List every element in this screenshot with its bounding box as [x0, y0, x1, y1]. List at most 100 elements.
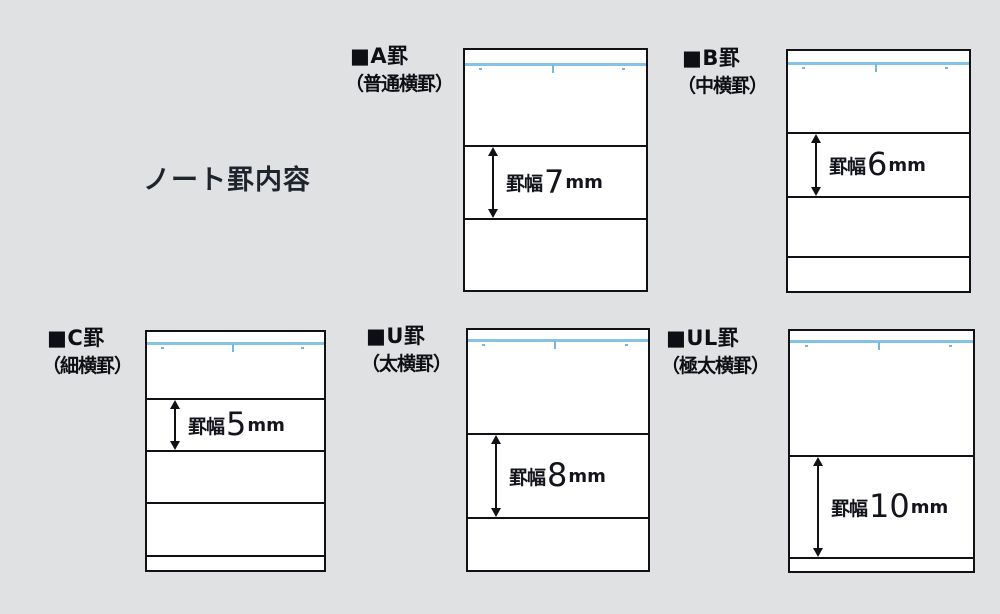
center-tick — [554, 341, 557, 349]
right-tick — [624, 344, 628, 346]
rule-line — [147, 398, 324, 400]
arrow-shaft — [495, 441, 497, 511]
page-title: ノート罫内容 — [143, 165, 311, 196]
measure-value: 10 — [869, 487, 910, 525]
center-tick — [551, 65, 554, 73]
arrow-head-up — [491, 435, 501, 444]
left-tick — [161, 347, 165, 349]
rule-line — [468, 433, 648, 435]
rule-line — [465, 218, 646, 220]
rule-line — [147, 450, 324, 452]
measure-group: 罫幅 8 mm — [490, 435, 606, 517]
measure-unit: mm — [247, 414, 285, 436]
measure-value: 5 — [226, 405, 247, 443]
card-sublabel: （細横罫） — [42, 355, 133, 377]
card-label-block: ■A罫 （普通横罫） — [345, 42, 454, 98]
measure-value: 6 — [867, 145, 888, 183]
arrow-shaft — [815, 140, 817, 190]
measure-group: 罫幅 7 mm — [487, 147, 603, 218]
card-label-block: ■U罫 （太横罫） — [361, 322, 452, 378]
measure-group: 罫幅 5 mm — [169, 400, 285, 450]
measure-prefix: 罫幅 — [506, 173, 543, 195]
rule-line — [788, 196, 969, 198]
measure-prefix: 罫幅 — [188, 415, 225, 438]
center-tick — [877, 342, 880, 350]
card-label: ■B罫 — [682, 46, 741, 70]
right-tick — [945, 67, 949, 69]
left-tick — [479, 68, 483, 70]
header-rule-line — [468, 339, 648, 349]
arrow-head-down — [813, 548, 823, 557]
measure-prefix: 罫幅 — [509, 466, 546, 489]
header-rule-line — [147, 342, 324, 352]
double-arrow-icon — [490, 435, 502, 517]
arrow-head-down — [491, 508, 501, 517]
card-sublabel: （中横罫） — [677, 75, 768, 97]
measure-prefix: 罫幅 — [829, 155, 866, 178]
rule-line — [790, 455, 973, 457]
measure-value: 7 — [544, 162, 565, 201]
measure-unit: mm — [568, 465, 606, 487]
arrow-head-up — [170, 400, 180, 409]
arrow-head-down — [170, 441, 180, 450]
rule-line — [790, 557, 973, 559]
arrow-shaft — [492, 153, 494, 212]
left-tick — [804, 345, 808, 347]
left-tick — [482, 344, 486, 346]
measure-group: 罫幅 10 mm — [812, 457, 948, 557]
card-sublabel: （普通横罫） — [345, 73, 454, 95]
measure-value: 8 — [547, 456, 568, 494]
arrow-head-up — [488, 147, 498, 156]
measure-label: 罫幅 6 mm — [829, 148, 926, 182]
right-tick — [622, 68, 626, 70]
notebook-page: 罫幅 10 mm — [788, 329, 975, 573]
card-label: ■A罫 — [350, 44, 409, 68]
double-arrow-icon — [169, 400, 181, 450]
rule-line — [465, 145, 646, 147]
right-tick — [300, 347, 304, 349]
arrow-shaft — [817, 463, 819, 551]
center-tick — [231, 344, 234, 352]
card-label-block: ■UL罫 （極太横罫） — [661, 324, 770, 380]
double-arrow-icon — [810, 134, 822, 196]
notebook-page: 罫幅 5 mm — [145, 330, 326, 572]
header-rule-line — [788, 62, 969, 72]
center-tick — [874, 64, 877, 72]
card-label: ■UL罫 — [666, 326, 740, 350]
measure-unit: mm — [565, 172, 603, 193]
arrow-head-up — [811, 134, 821, 143]
header-rule-line — [790, 340, 973, 350]
header-rule-line — [465, 63, 646, 73]
notebook-page: 罫幅 6 mm — [786, 49, 971, 293]
right-tick — [949, 345, 953, 347]
card-sublabel: （太横罫） — [361, 353, 452, 375]
left-tick — [802, 67, 806, 69]
card-sublabel: （極太横罫） — [661, 355, 770, 377]
arrow-head-up — [813, 457, 823, 466]
arrow-shaft — [174, 406, 176, 444]
measure-label: 罫幅 7 mm — [506, 166, 603, 200]
measure-unit: mm — [910, 496, 949, 518]
rule-line — [468, 517, 648, 519]
notebook-page: 罫幅 7 mm — [463, 48, 648, 292]
card-label: ■U罫 — [366, 324, 426, 348]
rule-line — [788, 256, 969, 258]
measure-unit: mm — [888, 154, 926, 176]
rule-line — [147, 502, 324, 504]
measure-label: 罫幅 10 mm — [831, 490, 948, 524]
double-arrow-icon — [487, 147, 499, 218]
card-label-block: ■C罫 （細横罫） — [42, 324, 133, 380]
rule-line — [788, 132, 969, 134]
double-arrow-icon — [812, 457, 824, 557]
measure-prefix: 罫幅 — [831, 497, 868, 520]
measure-label: 罫幅 5 mm — [188, 408, 285, 442]
card-label: ■C罫 — [47, 326, 105, 350]
measure-label: 罫幅 8 mm — [509, 459, 606, 493]
card-label-block: ■B罫 （中横罫） — [677, 44, 768, 100]
